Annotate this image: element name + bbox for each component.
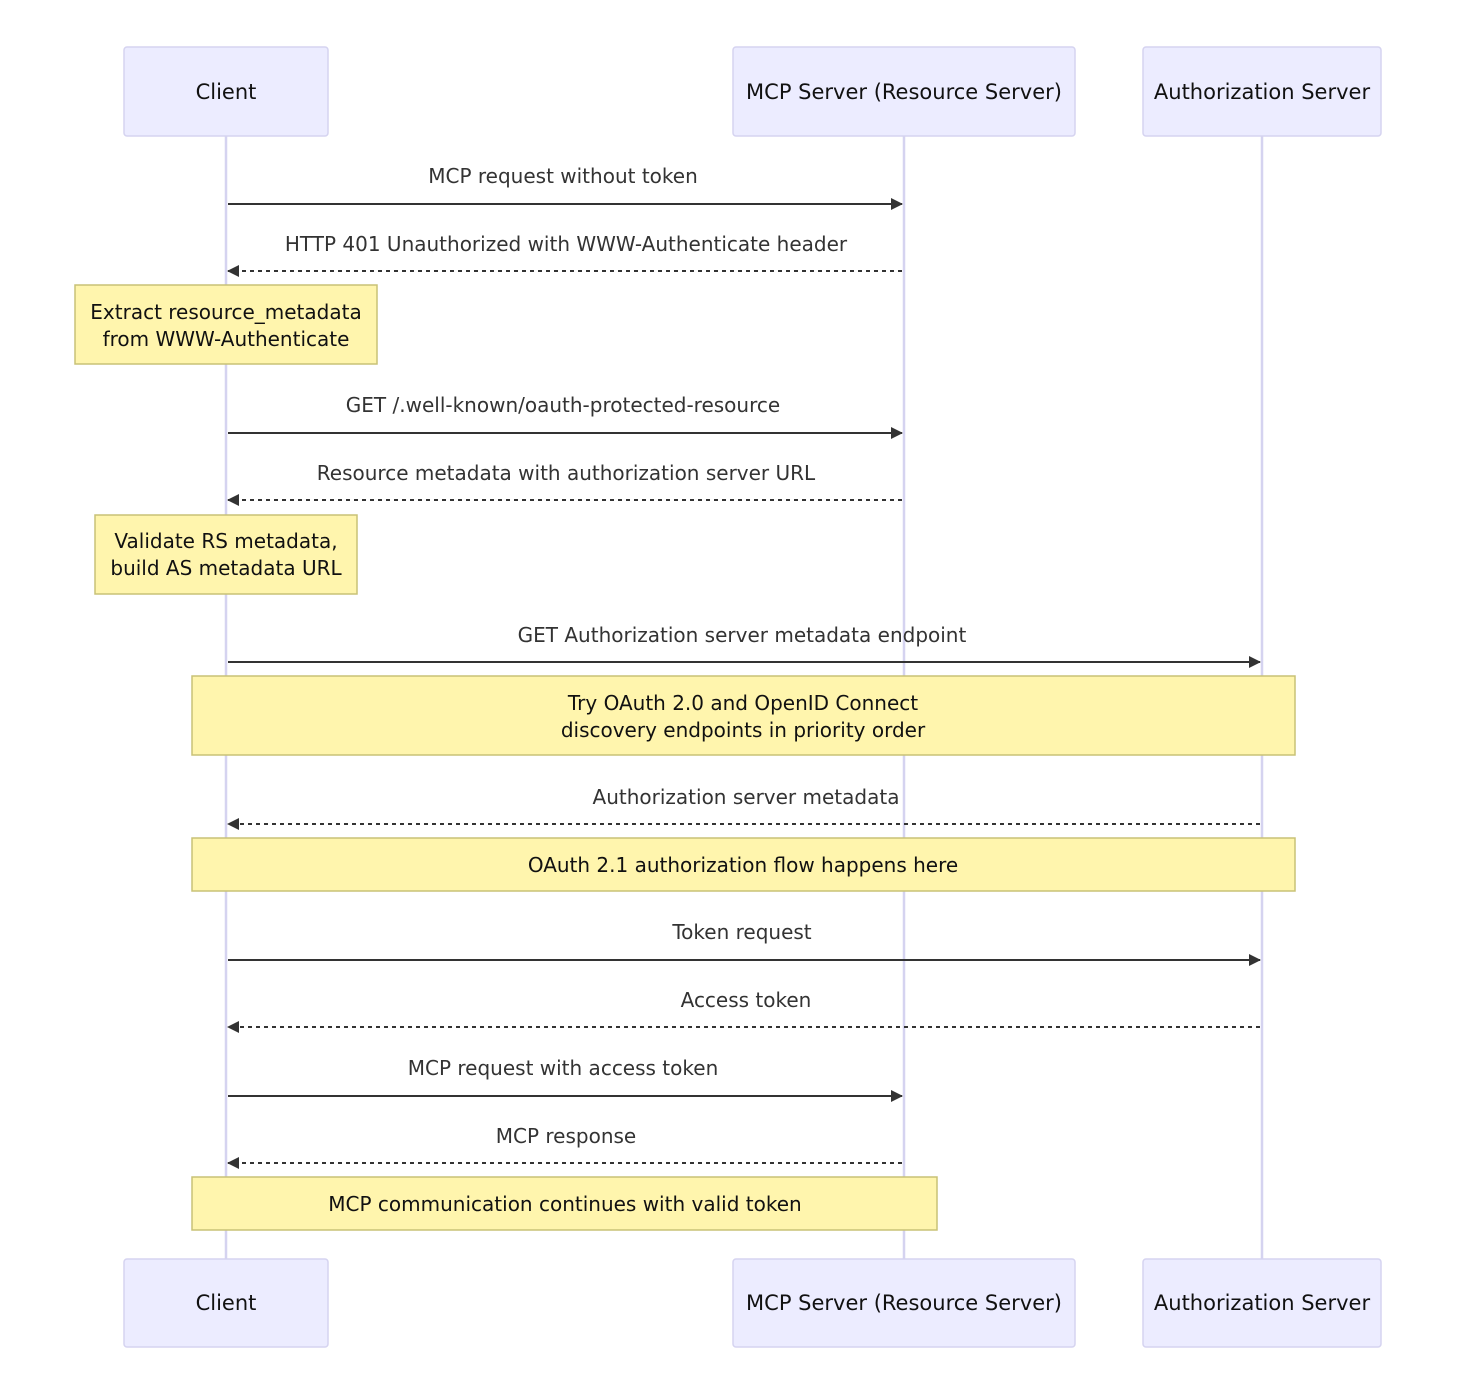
actor-label: Client: [196, 1291, 257, 1315]
actor-label: Authorization Server: [1154, 1291, 1371, 1315]
message-label: Resource metadata with authorization ser…: [317, 461, 816, 485]
note-line: Validate RS metadata,: [114, 529, 337, 553]
actor-mcp-server-bottom: MCP Server (Resource Server): [732, 1258, 1076, 1348]
actor-client-bottom: Client: [123, 1258, 329, 1348]
note-oauth-flow: OAuth 2.1 authorization flow happens her…: [191, 837, 1296, 892]
note-line: discovery endpoints in priority order: [561, 718, 926, 742]
actor-label: MCP Server (Resource Server): [746, 1291, 1062, 1315]
message-label: GET /.well-known/oauth-protected-resourc…: [346, 393, 780, 417]
message-label: GET Authorization server metadata endpoi…: [518, 623, 967, 647]
message-label: MCP response: [496, 1124, 636, 1148]
actor-label: Client: [196, 80, 257, 104]
note-line: build AS metadata URL: [110, 556, 342, 580]
note-line: Try OAuth 2.0 and OpenID Connect: [567, 691, 918, 715]
note-line: OAuth 2.1 authorization flow happens her…: [528, 853, 958, 877]
note-line: Extract resource_metadata: [90, 300, 361, 324]
actor-label: Authorization Server: [1154, 80, 1371, 104]
actor-authorization-server-bottom: Authorization Server: [1142, 1258, 1382, 1348]
actor-mcp-server-top: MCP Server (Resource Server): [732, 46, 1076, 137]
actor-authorization-server-top: Authorization Server: [1142, 46, 1382, 137]
message-label: Authorization server metadata: [593, 785, 900, 809]
note-extract-resource-metadata: Extract resource_metadata from WWW-Authe…: [74, 284, 378, 365]
message-label: HTTP 401 Unauthorized with WWW-Authentic…: [285, 232, 848, 256]
message-label: MCP request without token: [428, 164, 698, 188]
note-line: from WWW-Authenticate: [103, 327, 350, 351]
message-label: Token request: [671, 920, 811, 944]
note-communication-continues: MCP communication continues with valid t…: [191, 1176, 938, 1231]
actor-client-top: Client: [123, 46, 329, 137]
message-label: MCP request with access token: [408, 1056, 719, 1080]
note-line: MCP communication continues with valid t…: [328, 1192, 801, 1216]
note-validate-rs-metadata: Validate RS metadata, build AS metadata …: [94, 514, 358, 595]
message-label: Access token: [681, 988, 812, 1012]
actor-label: MCP Server (Resource Server): [746, 80, 1062, 104]
note-discovery-endpoints: Try OAuth 2.0 and OpenID Connect discove…: [191, 675, 1296, 756]
